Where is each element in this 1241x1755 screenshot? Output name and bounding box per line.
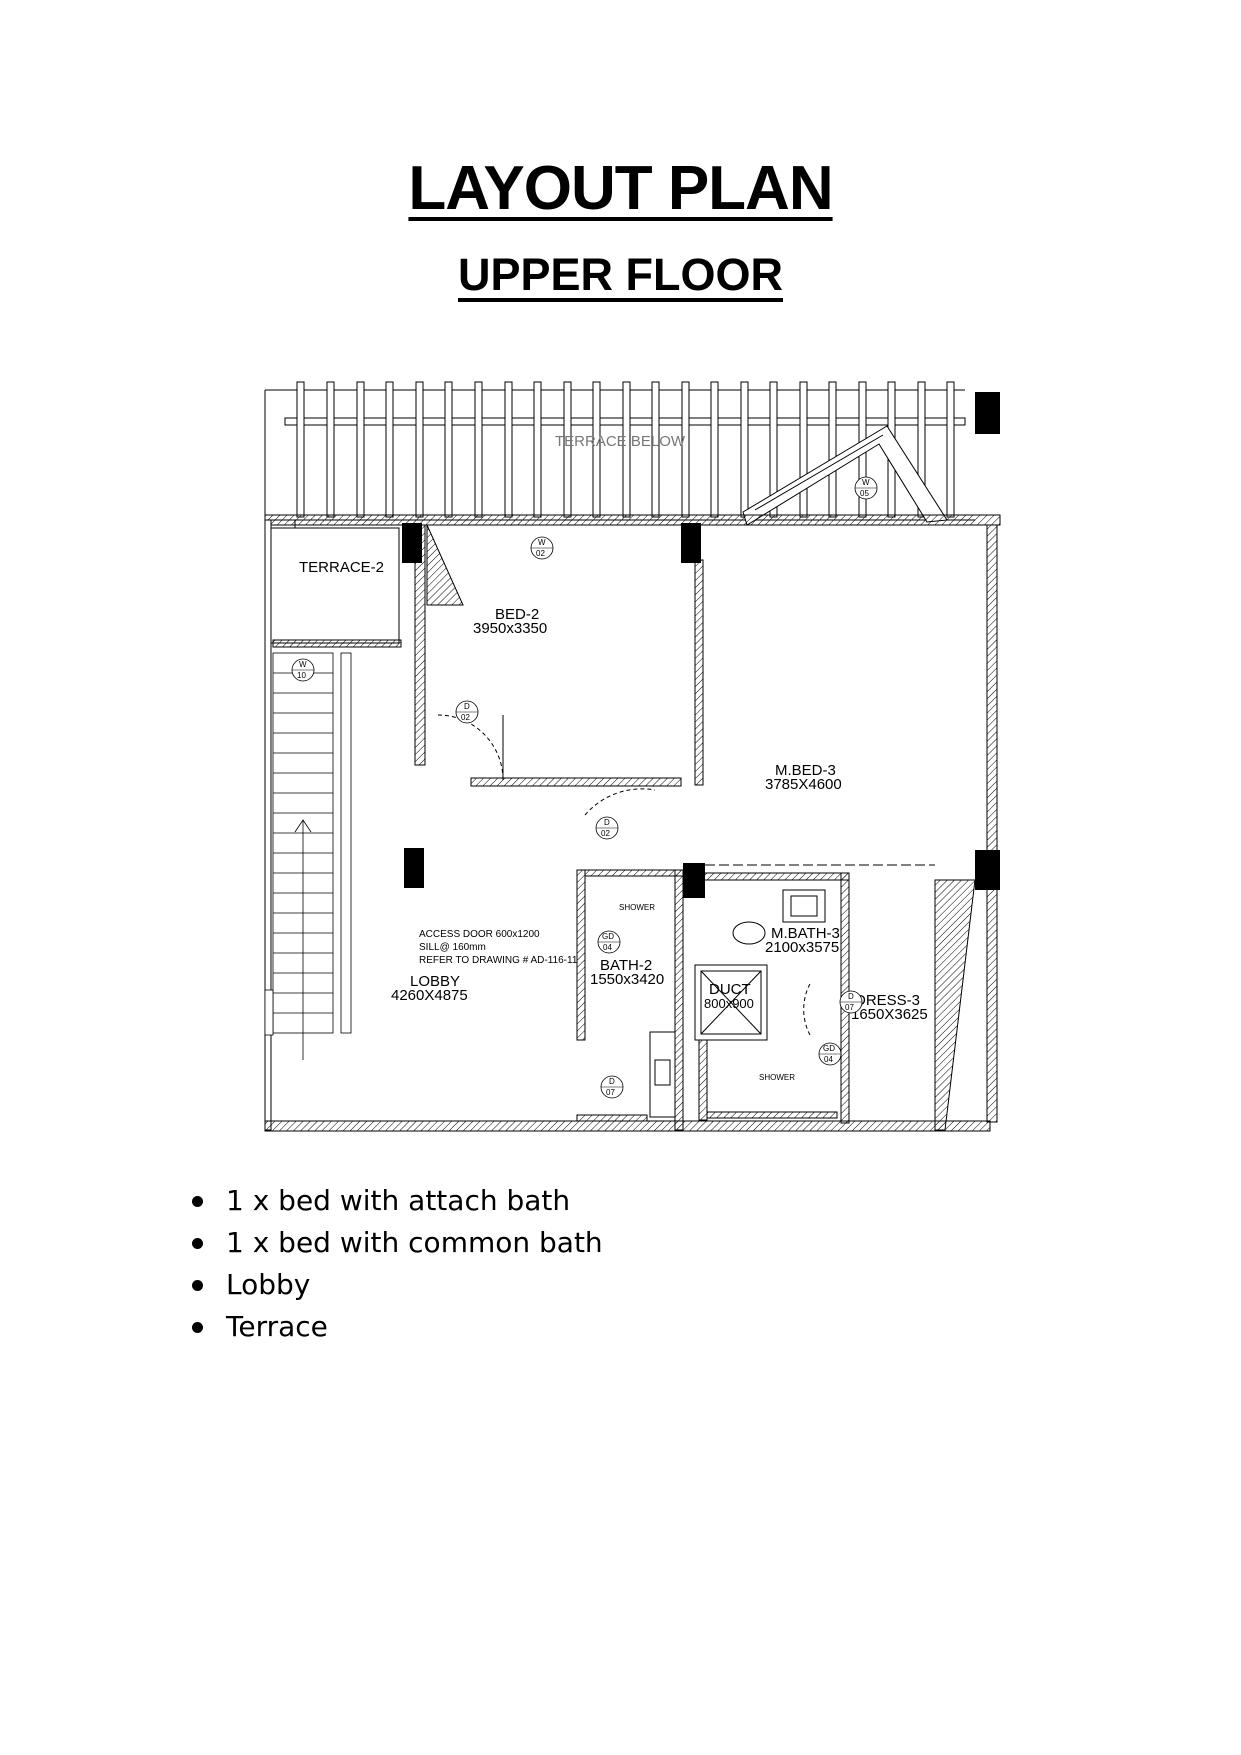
lobby-label: LOBBY	[410, 973, 460, 990]
svg-text:D: D	[609, 1077, 615, 1086]
terrace-below-label: TERRACE BELOW	[555, 433, 686, 450]
floor-plan-drawing: TERRACE BELOW TERRACE-2	[255, 370, 1015, 1140]
bed-2-size: 3950x3350	[473, 620, 547, 637]
svg-text:W: W	[538, 538, 546, 547]
terrace-2-label: TERRACE-2	[299, 559, 384, 576]
duct	[694, 964, 768, 1041]
door-swing	[803, 981, 812, 1036]
bath-2-walls	[576, 869, 686, 1131]
list-item: Lobby	[190, 1264, 603, 1306]
lobby-size: 4260X4875	[391, 987, 468, 1004]
staircase	[264, 652, 352, 1060]
terrace-2-area	[270, 527, 402, 648]
list-item: Terrace	[190, 1306, 603, 1348]
svg-text:10: 10	[297, 671, 306, 680]
m-bath-3-size: 2100x3575	[765, 939, 839, 956]
shower-label-1: SHOWER	[619, 903, 655, 912]
tag-d07b: D 07	[839, 990, 863, 1014]
dress-3-size: 1650X3625	[851, 1006, 928, 1023]
tag-w05: W 05	[854, 476, 878, 500]
svg-text:02: 02	[461, 713, 470, 722]
svg-text:D: D	[604, 818, 610, 827]
pergola	[264, 389, 975, 528]
bed-2-walls	[414, 524, 704, 787]
svg-text:07: 07	[845, 1003, 854, 1012]
m-bath-3-label: M.BATH-3	[771, 925, 840, 942]
bed-2-label: BED-2	[495, 606, 539, 623]
access-door-note-2: SILL@ 160mm	[419, 942, 486, 953]
bath-2-size: 1550x3420	[590, 971, 664, 988]
list-item: 1 x bed with attach bath	[190, 1180, 603, 1222]
svg-text:W: W	[299, 660, 307, 669]
shower-label-2: SHOWER	[759, 1073, 795, 1082]
tag-w02: W 02	[530, 536, 554, 560]
columns	[402, 392, 1000, 898]
svg-text:04: 04	[824, 1055, 833, 1064]
svg-text:GD: GD	[602, 932, 614, 941]
svg-text:W: W	[862, 478, 870, 487]
tag-w10: W 10	[291, 658, 315, 682]
page-title: LAYOUT PLAN	[408, 154, 833, 223]
dress-3-label: DRESS-3	[855, 992, 920, 1009]
duct-size: 800x900	[704, 996, 754, 1011]
svg-text:D: D	[848, 992, 854, 1001]
svg-text:05: 05	[860, 489, 869, 498]
svg-text:D: D	[464, 702, 470, 711]
svg-text:GD: GD	[823, 1044, 835, 1053]
m-bed-3-label: M.BED-3	[775, 762, 836, 779]
bath-2-label: BATH-2	[600, 957, 652, 974]
feature-list: 1 x bed with attach bath 1 x bed with co…	[190, 1180, 603, 1348]
tag-gd04b: GD 04	[818, 1042, 842, 1066]
tag-d07a: D 07	[600, 1075, 624, 1099]
svg-text:02: 02	[536, 549, 545, 558]
list-item: 1 x bed with common bath	[190, 1222, 603, 1264]
tag-d02a: D 02	[455, 700, 479, 724]
duct-label: DUCT	[709, 981, 751, 998]
outer-walls	[264, 514, 1001, 1132]
page-subtitle: UPPER FLOOR	[457, 249, 784, 300]
svg-text:02: 02	[601, 829, 610, 838]
access-door-note-1: ACCESS DOOR 600x1200	[419, 929, 540, 940]
access-door-note-3: REFER TO DRAWING # AD-116-11	[419, 955, 578, 966]
svg-text:04: 04	[603, 943, 612, 952]
door-swing	[584, 788, 656, 816]
tag-gd04a: GD 04	[597, 930, 621, 954]
tag-d02b: D 02	[595, 816, 619, 840]
m-bed-3-size: 3785X4600	[765, 776, 842, 793]
svg-text:07: 07	[606, 1088, 615, 1097]
